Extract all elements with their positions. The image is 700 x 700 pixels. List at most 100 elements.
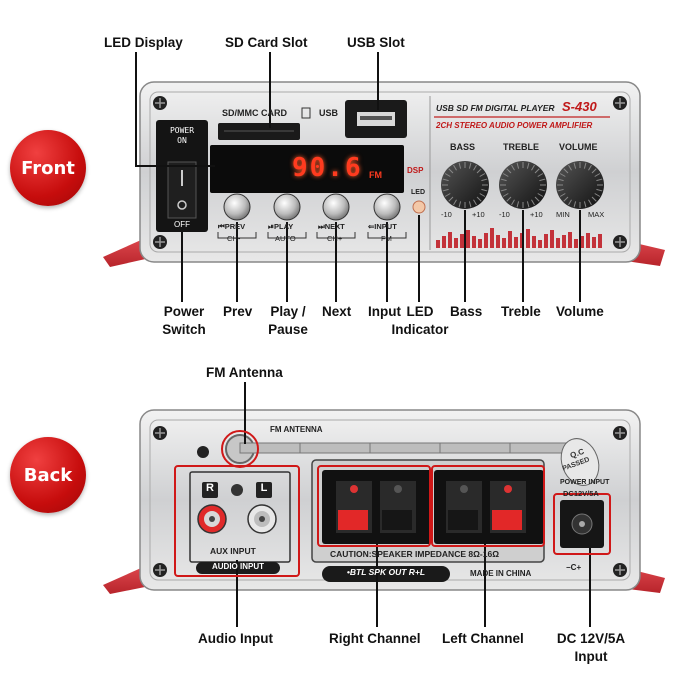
knob-ridge (453, 164, 457, 171)
brand-line-1: USB SD FM DIGITAL PLAYER (436, 103, 555, 113)
knob-ridge (500, 178, 507, 182)
knob-ridge (511, 164, 515, 171)
knob-ridge (448, 196, 454, 202)
next-button-shape (322, 193, 350, 221)
volume-max: MAX (588, 210, 605, 219)
callout-usb-slot: USB Slot (347, 35, 405, 50)
volume-min: MIN (556, 210, 570, 219)
callout-treble: Treble (501, 304, 541, 319)
display-value: 90.6 (292, 153, 363, 183)
bass-knob-label: BASS (450, 142, 476, 152)
knob-ridge (479, 193, 486, 197)
callout-bass: Bass (450, 304, 483, 319)
knob-ridge (539, 178, 546, 182)
equalizer-bar (490, 228, 494, 248)
equalizer-bar (508, 231, 512, 248)
knob-ridge (591, 168, 597, 174)
knob-ridge (537, 173, 544, 177)
equalizer-bar (460, 234, 464, 248)
power-off-label: OFF (174, 220, 190, 229)
knob-ridge (479, 173, 486, 177)
back-badge: Back (10, 437, 86, 513)
knob-ridge (481, 178, 488, 182)
play-sub-label: AUTO (275, 234, 296, 243)
knob-ridge (588, 164, 592, 171)
knob-ridge (448, 168, 454, 174)
knobs (441, 161, 604, 209)
display-unit: FM (369, 170, 382, 180)
brand-line-2: 2CH STEREO AUDIO POWER AMPLIFIER (436, 121, 593, 130)
knob-ridge (583, 201, 587, 208)
sd-card-icon (301, 107, 311, 119)
prev-sub-label: CH- (227, 234, 241, 243)
callout-led-display: LED Display (104, 35, 183, 50)
front-badge: Front (10, 130, 86, 206)
input-label: ⇐INPUT (368, 222, 397, 231)
callout-power-switch: Power Switch (162, 304, 206, 337)
callout-volume: Volume (556, 304, 604, 319)
rca-l-label: L (260, 482, 268, 494)
knob-ridge (534, 168, 540, 174)
knob-ridge (537, 193, 544, 197)
knob-ridge (468, 201, 472, 208)
callout-audio-input: Audio Input (198, 631, 273, 646)
treble-knob-label: TREBLE (503, 142, 539, 152)
knob-ridge (583, 162, 587, 169)
led-indicator-light (412, 200, 426, 214)
equalizer-bar (454, 238, 458, 248)
knob-ridge (557, 178, 564, 182)
callout-right-channel: Right Channel (329, 631, 421, 646)
callout-lines (135, 52, 591, 627)
equalizer-bar (478, 239, 482, 248)
rca-r-label: R (206, 482, 214, 494)
equalizer-bar (484, 233, 488, 248)
knob-ridge (444, 193, 451, 197)
callout-left-channel: Left Channel (442, 631, 524, 646)
treble-min: -10 (499, 210, 510, 219)
model-label: S-430 (562, 99, 597, 114)
equalizer-bar (442, 236, 446, 248)
knob-ridge (563, 196, 569, 202)
knob-ridge (539, 188, 546, 192)
btl-label: •BTL SPK OUT R+L (346, 567, 426, 577)
equalizer-bar (502, 238, 506, 248)
knob-ridge (531, 199, 535, 206)
knob-ridge (559, 193, 566, 197)
callout-input: Input (368, 304, 401, 319)
front-left-foot (103, 236, 150, 267)
knob-ridge (506, 196, 512, 202)
callout-led-indicator: LED Indicator (391, 304, 449, 337)
equalizer-bar (586, 233, 590, 248)
knob-ridge (591, 196, 597, 202)
volume-knob-label: VOLUME (559, 142, 598, 152)
callout-next: Next (322, 304, 352, 319)
equalizer-bar (550, 230, 554, 248)
equalizer-bar (448, 232, 452, 248)
knob-ridge (568, 199, 572, 206)
bass-max: +10 (472, 210, 485, 219)
knob-ridge (481, 188, 488, 192)
equalizer-bar (436, 240, 440, 248)
knob-ridge (442, 178, 449, 182)
callout-dc-power: DC 12V/5A Input (556, 631, 626, 664)
equalizer-bar (574, 239, 578, 248)
prev-button-shape (223, 193, 251, 221)
input-button-shape (373, 193, 401, 221)
equalizer-bar (514, 237, 518, 248)
equalizer-bar (556, 238, 560, 248)
callout-fm-antenna: FM Antenna (206, 365, 283, 380)
knob-ridge (557, 188, 564, 192)
knob-ridge (500, 188, 507, 192)
play-button-shape (273, 193, 301, 221)
usb-label: USB (319, 108, 339, 118)
sd-label: SD/MMC CARD (222, 108, 287, 118)
led-display (210, 145, 404, 193)
knob-ridge (458, 162, 462, 169)
equalizer-bar (598, 234, 602, 248)
power-on-label: POWER ON (169, 126, 195, 145)
dsp-label: DSP (407, 166, 424, 175)
knob-ridge (534, 196, 540, 202)
equalizer-bar (568, 232, 572, 248)
knob-ridge (473, 199, 477, 206)
